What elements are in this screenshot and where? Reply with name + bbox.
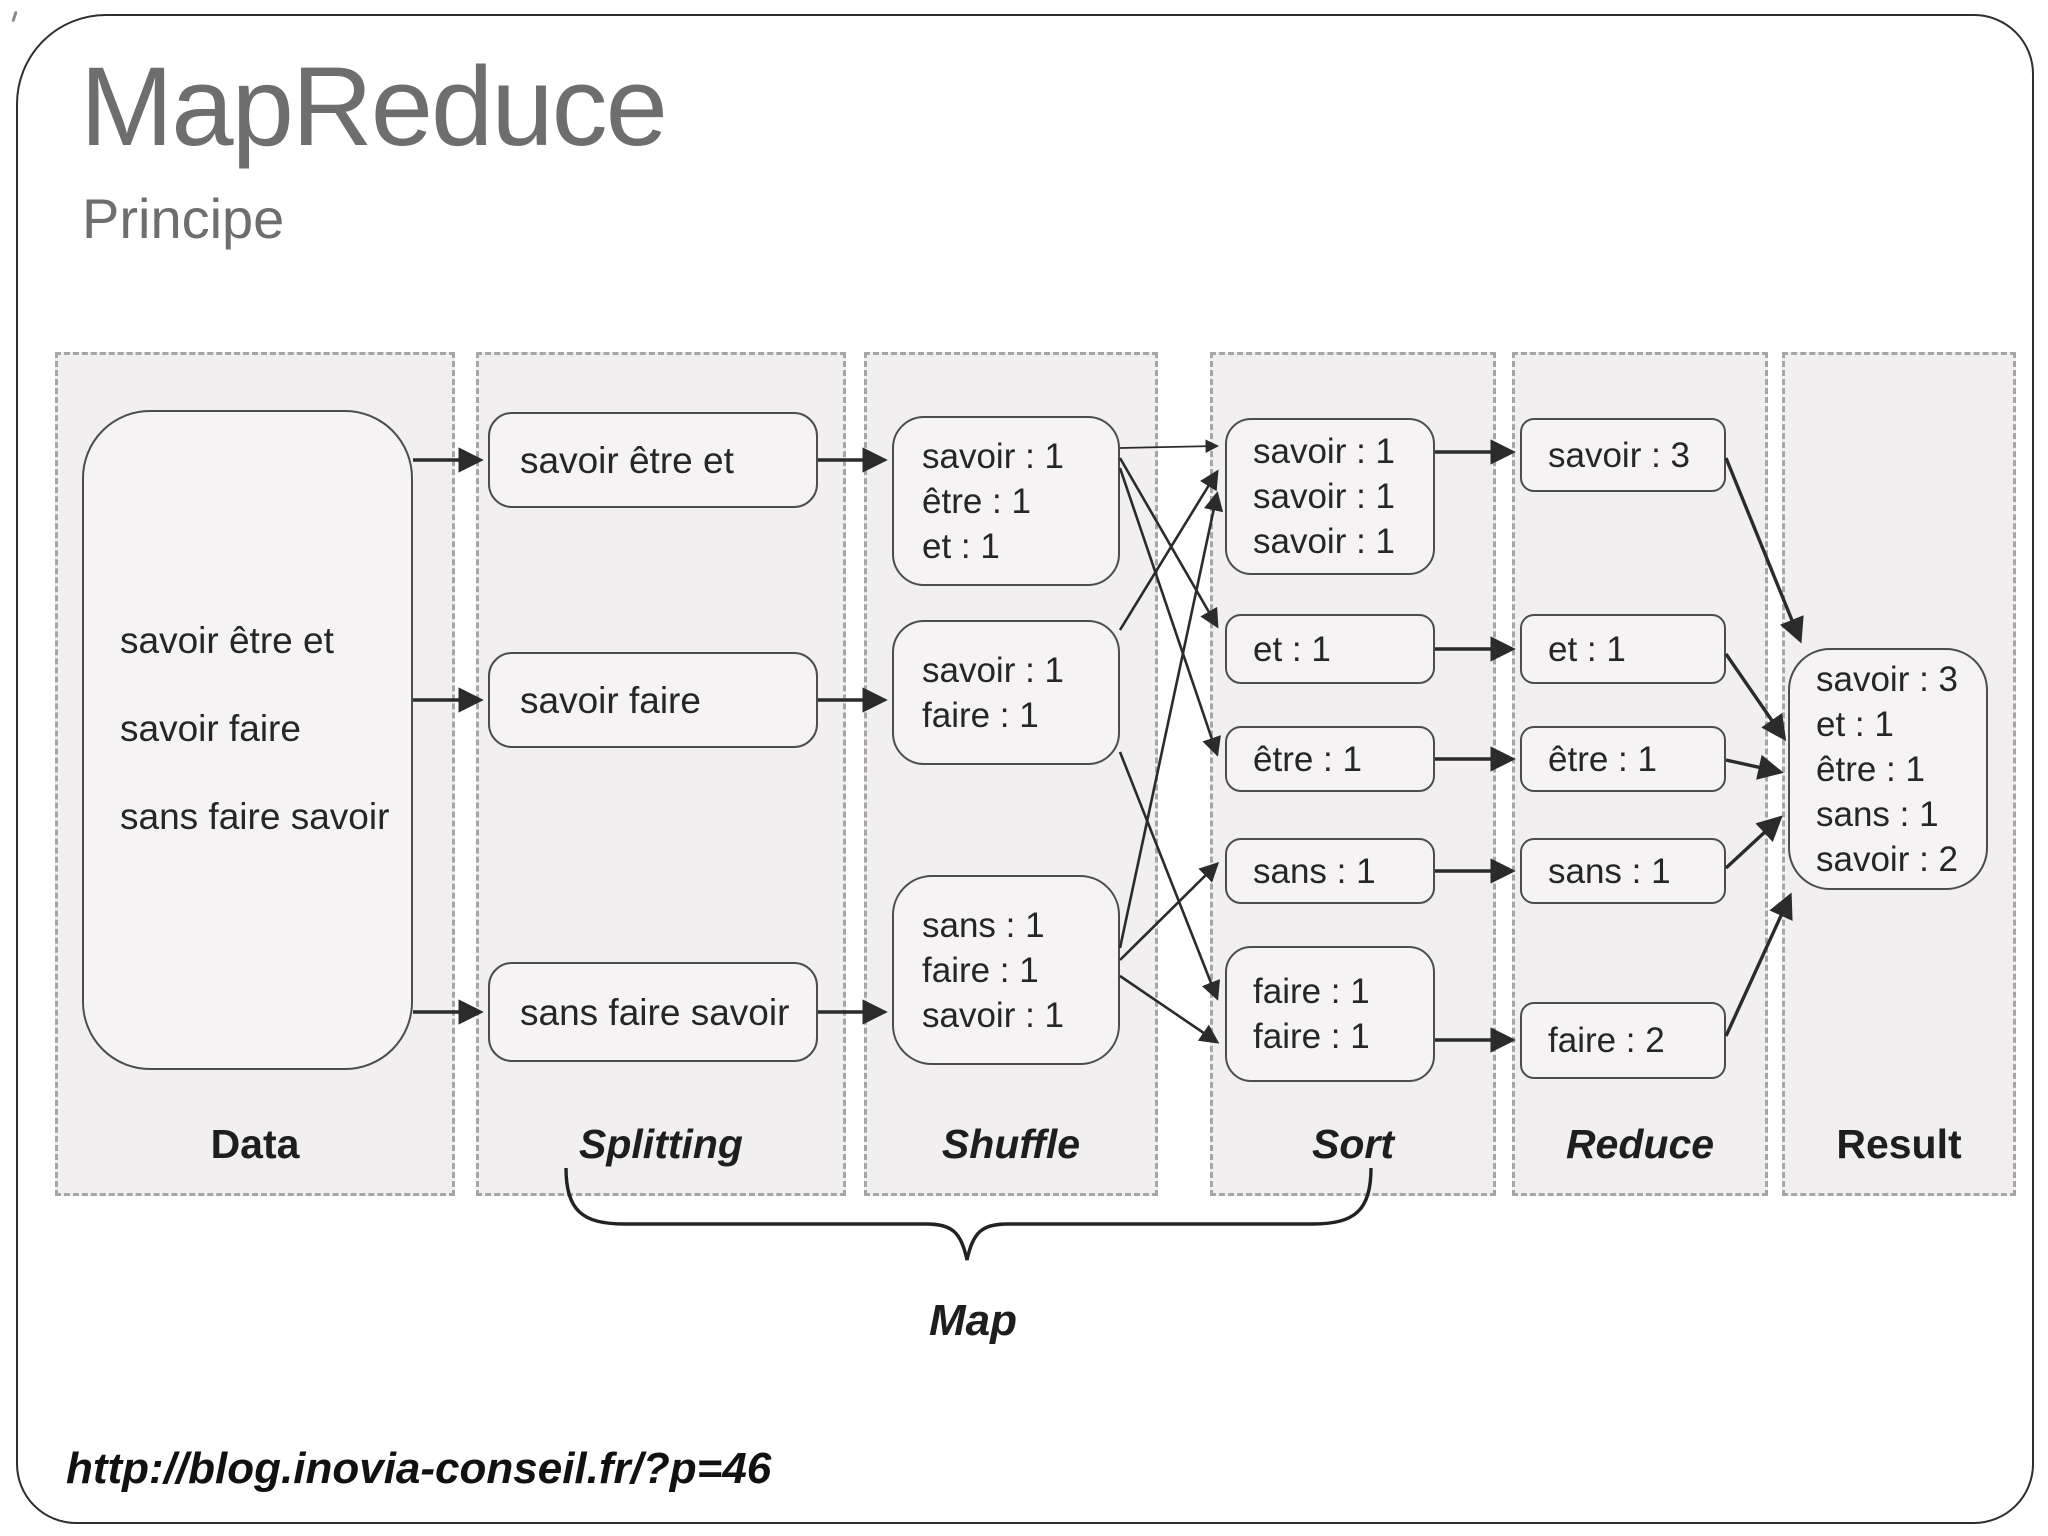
column-label-sort: Sort bbox=[1312, 1121, 1394, 1167]
reduce-box-sans: sans : 1 bbox=[1520, 838, 1726, 904]
shuffle-box-1-line: et : 1 bbox=[922, 526, 1000, 566]
reduce-box-et-line: et : 1 bbox=[1548, 629, 1626, 669]
sort-box-et-line: et : 1 bbox=[1253, 629, 1331, 669]
result-box-line: savoir : 3 bbox=[1816, 659, 1958, 699]
splitting-box-1-text: savoir être et bbox=[520, 439, 734, 481]
slide-title: MapReduce bbox=[80, 44, 668, 169]
sort-box-etre: être : 1 bbox=[1225, 726, 1435, 792]
corner-tick-mark bbox=[11, 10, 18, 23]
shuffle-box-2-line: faire : 1 bbox=[922, 695, 1039, 735]
column-label-reduce: Reduce bbox=[1565, 1121, 1715, 1167]
reduce-box-et: et : 1 bbox=[1520, 614, 1726, 684]
shuffle-box-3-line: savoir : 1 bbox=[922, 995, 1064, 1035]
splitting-box-1: savoir être et bbox=[488, 412, 818, 508]
result-box-line: et : 1 bbox=[1816, 704, 1894, 744]
data-line: sans faire savoir bbox=[120, 796, 390, 837]
splitting-box-3: sans faire savoir bbox=[488, 962, 818, 1062]
shuffle-box-2: savoir : 1 faire : 1 bbox=[892, 620, 1120, 765]
sort-box-faire-line: faire : 1 bbox=[1253, 1017, 1370, 1056]
sort-box-faire-line: faire : 1 bbox=[1253, 972, 1370, 1011]
sort-box-savoir: savoir : 1 savoir : 1 savoir : 1 bbox=[1225, 418, 1435, 575]
splitting-box-3-text: sans faire savoir bbox=[520, 991, 790, 1033]
sort-box-et: et : 1 bbox=[1225, 614, 1435, 684]
reduce-box-savoir-line: savoir : 3 bbox=[1548, 435, 1690, 475]
sort-box-savoir-line: savoir : 1 bbox=[1253, 477, 1395, 516]
column-label-result: Result bbox=[1836, 1121, 1962, 1167]
data-line: savoir être et bbox=[120, 620, 334, 661]
sort-box-faire: faire : 1 faire : 1 bbox=[1225, 946, 1435, 1082]
sort-box-sans-line: sans : 1 bbox=[1253, 851, 1376, 891]
shuffle-box-3-line: faire : 1 bbox=[922, 950, 1039, 990]
column-label-splitting: Splitting bbox=[579, 1121, 743, 1167]
result-box-line: sans : 1 bbox=[1816, 794, 1939, 834]
sort-box-savoir-line: savoir : 1 bbox=[1253, 432, 1395, 471]
shuffle-box-3: sans : 1 faire : 1 savoir : 1 bbox=[892, 875, 1120, 1065]
reduce-box-faire: faire : 2 bbox=[1520, 1002, 1726, 1079]
shuffle-box-3-line: sans : 1 bbox=[922, 905, 1045, 945]
sort-box-sans: sans : 1 bbox=[1225, 838, 1435, 904]
splitting-box-2-text: savoir faire bbox=[520, 679, 701, 721]
footer-url: http://blog.inovia-conseil.fr/?p=46 bbox=[66, 1444, 772, 1493]
shuffle-box-2-line: savoir : 1 bbox=[922, 650, 1064, 690]
slide-subtitle: Principe bbox=[82, 187, 285, 250]
result-box: savoir : 3 et : 1 être : 1 sans : 1 savo… bbox=[1788, 648, 1988, 890]
shuffle-box-1-line: savoir : 1 bbox=[922, 436, 1064, 476]
result-box-line: être : 1 bbox=[1816, 749, 1925, 789]
reduce-box-savoir: savoir : 3 bbox=[1520, 418, 1726, 492]
reduce-box-etre-line: être : 1 bbox=[1548, 739, 1657, 779]
sort-box-etre-line: être : 1 bbox=[1253, 739, 1362, 779]
splitting-box-2: savoir faire bbox=[488, 652, 818, 748]
result-box-line: savoir : 2 bbox=[1816, 839, 1958, 879]
data-line: savoir faire bbox=[120, 708, 301, 749]
sort-box-savoir-line: savoir : 1 bbox=[1253, 522, 1395, 561]
reduce-box-sans-line: sans : 1 bbox=[1548, 851, 1671, 891]
shuffle-box-1: savoir : 1 être : 1 et : 1 bbox=[892, 416, 1120, 586]
data-input-box: savoir être et savoir faire sans faire s… bbox=[82, 410, 413, 1070]
shuffle-box-1-line: être : 1 bbox=[922, 481, 1031, 521]
map-brace-label: Map bbox=[929, 1296, 1017, 1345]
column-label-data: Data bbox=[210, 1121, 300, 1167]
reduce-box-faire-line: faire : 2 bbox=[1548, 1021, 1665, 1060]
column-label-shuffle: Shuffle bbox=[941, 1121, 1081, 1167]
reduce-box-etre: être : 1 bbox=[1520, 726, 1726, 792]
